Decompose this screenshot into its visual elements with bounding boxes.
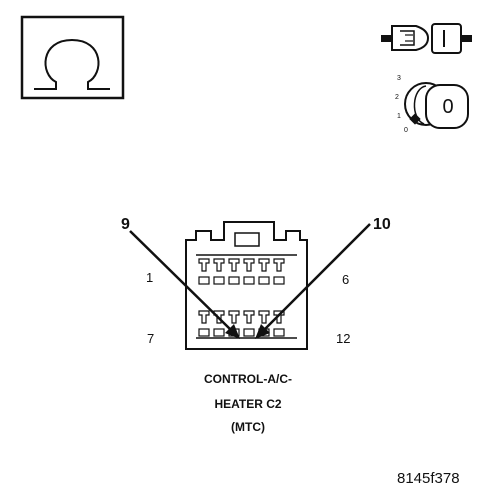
pin-cavity-3: [228, 276, 240, 285]
ignition-key-label: 0: [442, 96, 453, 118]
connector-c2-housing: [185, 221, 308, 350]
callout-pin-9: 9: [121, 216, 130, 233]
pin-label-1: 1: [146, 270, 153, 285]
terminal-latch: [228, 258, 240, 272]
ignition-position-1: 1: [397, 113, 401, 120]
terminal-latch: [198, 310, 210, 324]
arrowhead-pin-10: [255, 324, 270, 339]
connector-pin-grid: [198, 258, 285, 337]
pin-cavity-8: [213, 328, 225, 337]
pin-cavity-5: [258, 276, 270, 285]
terminal-latch: [228, 310, 240, 324]
pin-cavity-2: [213, 276, 225, 285]
terminal-latch: [198, 258, 210, 272]
ignition-position-0: 0: [404, 127, 408, 134]
connector-caption-line2: HEATER C2: [214, 397, 281, 411]
terminal-latch: [243, 310, 255, 324]
arrow-pin-10: [263, 223, 371, 331]
pin-cavity-1: [198, 276, 210, 285]
pin-cavity-10: [243, 328, 255, 337]
connector-caption-line1: CONTROL-A/C-: [204, 372, 292, 386]
terminal-latch: [273, 258, 285, 272]
terminal-latch: [258, 258, 270, 272]
pin-label-7: 7: [147, 331, 154, 346]
pin-cavity-4: [243, 276, 255, 285]
terminal-latch: [258, 310, 270, 324]
terminal-latch: [213, 258, 225, 272]
pin-cavity-6: [273, 276, 285, 285]
arrowhead-pin-9: [225, 324, 240, 339]
pin-label-12: 12: [336, 331, 350, 346]
ignition-position-3: 3: [397, 75, 401, 82]
connector-caption-line3: (MTC): [231, 420, 265, 434]
probe-arrows: [129, 223, 371, 339]
figure-id: 8145f378: [397, 470, 460, 487]
pin-label-6: 6: [342, 272, 349, 287]
ignition-key-off-icon: 3 2 1 0 0: [395, 75, 469, 134]
ohmmeter-symbol-icon: [20, 15, 125, 100]
pin-cavity-7: [198, 328, 210, 337]
callout-pin-10: 10: [373, 216, 391, 233]
ignition-position-2: 2: [395, 94, 399, 101]
pin-cavity-12: [273, 328, 285, 337]
arrow-pin-9: [129, 230, 232, 331]
terminal-latch: [243, 258, 255, 272]
disconnected-connector-icon: [381, 23, 472, 54]
